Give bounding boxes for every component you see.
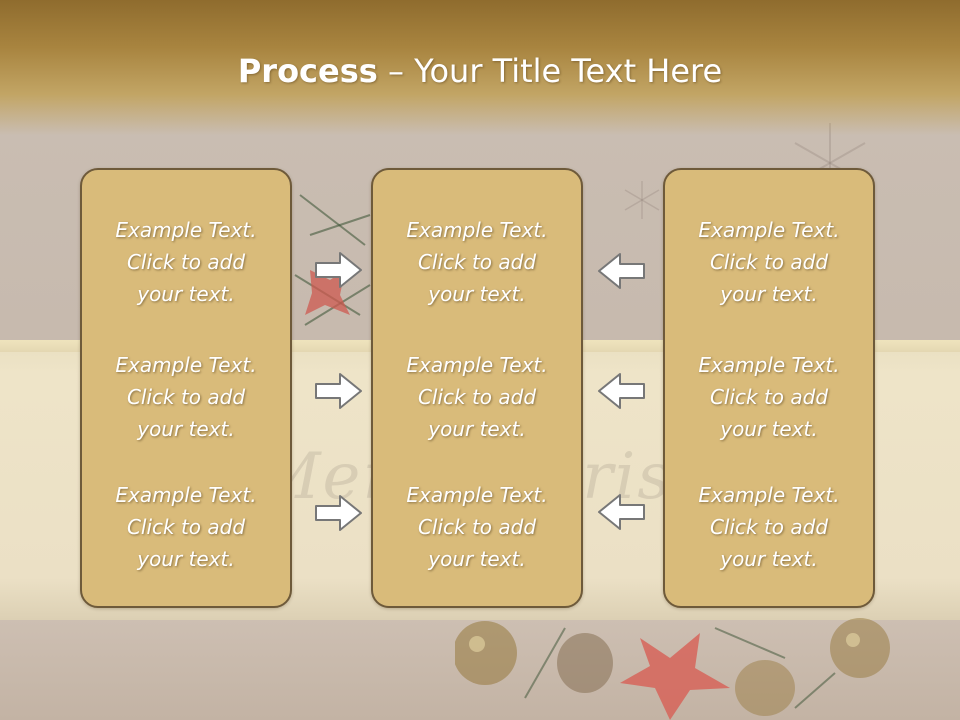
text-block[interactable]: Example Text. Click to add your text.	[665, 214, 873, 310]
text-line: Click to add	[709, 515, 829, 539]
text-line: your text.	[137, 547, 235, 571]
arrow-right-icon	[314, 250, 364, 290]
text-line: Click to add	[417, 515, 537, 539]
text-line: Example Text.	[115, 218, 257, 242]
text-line: Click to add	[126, 515, 246, 539]
text-line: Example Text.	[115, 483, 257, 507]
process-box-3[interactable]: Example Text. Click to add your text. Ex…	[663, 168, 875, 608]
arrow-right-icon	[314, 371, 364, 411]
text-line: your text.	[720, 417, 818, 441]
text-line: your text.	[137, 417, 235, 441]
process-box-2[interactable]: Example Text. Click to add your text. Ex…	[371, 168, 583, 608]
text-line: Click to add	[126, 250, 246, 274]
text-block[interactable]: Example Text. Click to add your text.	[665, 349, 873, 445]
text-block[interactable]: Example Text. Click to add your text.	[82, 349, 290, 445]
arrow-left-icon	[596, 371, 646, 411]
text-line: Click to add	[417, 385, 537, 409]
text-line: your text.	[720, 547, 818, 571]
text-line: Example Text.	[406, 483, 548, 507]
text-line: Click to add	[709, 385, 829, 409]
text-line: Click to add	[126, 385, 246, 409]
snowflake-decoration	[624, 181, 660, 219]
ornament-decoration	[455, 618, 890, 720]
text-line: your text.	[137, 282, 235, 306]
arrow-left-icon	[596, 251, 646, 291]
text-line: your text.	[428, 282, 526, 306]
title-bold-part: Process	[237, 52, 378, 90]
poinsettia-decoration	[305, 270, 350, 315]
arrow-left-icon	[596, 492, 646, 532]
text-block[interactable]: Example Text. Click to add your text.	[82, 479, 290, 575]
text-line: your text.	[428, 547, 526, 571]
text-block[interactable]: Example Text. Click to add your text.	[373, 479, 581, 575]
poinsettia-decoration	[620, 633, 730, 720]
pine-branch-decoration	[294, 194, 371, 326]
text-line: Example Text.	[698, 483, 840, 507]
text-block[interactable]: Example Text. Click to add your text.	[665, 479, 873, 575]
text-block[interactable]: Example Text. Click to add your text.	[373, 214, 581, 310]
text-line: your text.	[428, 417, 526, 441]
text-line: Example Text.	[698, 218, 840, 242]
text-line: Click to add	[417, 250, 537, 274]
text-line: Example Text.	[115, 353, 257, 377]
text-line: Example Text.	[406, 218, 548, 242]
text-block[interactable]: Example Text. Click to add your text.	[373, 349, 581, 445]
slide-title[interactable]: Process – Your Title Text Here	[0, 52, 960, 90]
text-line: your text.	[720, 282, 818, 306]
process-box-1[interactable]: Example Text. Click to add your text. Ex…	[80, 168, 292, 608]
text-block[interactable]: Example Text. Click to add your text.	[82, 214, 290, 310]
arrow-right-icon	[314, 493, 364, 533]
title-band	[0, 0, 960, 135]
title-rest-part: – Your Title Text Here	[377, 52, 723, 90]
text-line: Example Text.	[406, 353, 548, 377]
text-line: Example Text.	[698, 353, 840, 377]
text-line: Click to add	[709, 250, 829, 274]
